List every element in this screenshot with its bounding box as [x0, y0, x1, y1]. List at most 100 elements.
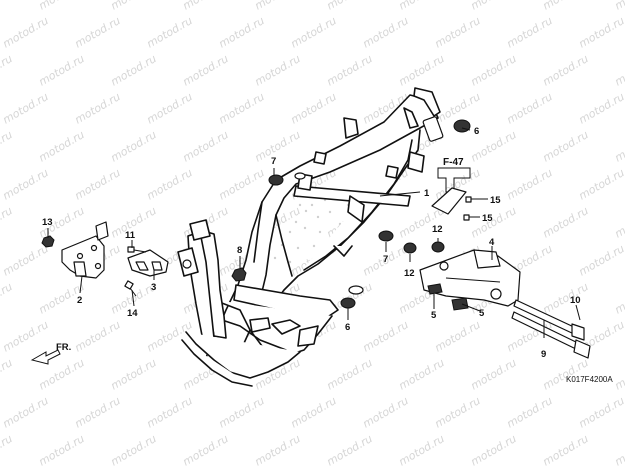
grommet-part-6a [453, 119, 471, 133]
main-frame [177, 87, 444, 387]
watermark-text: motod.ru [0, 432, 15, 468]
watermark-text: motod.ru [252, 52, 302, 89]
callout-5b: 5 [479, 308, 485, 319]
callout-15b: 15 [482, 213, 493, 224]
watermark-text: motod.ru [0, 166, 50, 203]
watermark-text: motod.ru [612, 280, 625, 317]
front-direction-label: FR. [56, 342, 71, 353]
watermark-text: motod.ru [72, 166, 122, 203]
bracket-part-3 [127, 249, 169, 277]
watermark-text: motod.ru [0, 52, 15, 89]
watermark-text: motod.ru [288, 90, 338, 127]
watermark-text: motod.ru [432, 394, 482, 431]
watermark-text: motod.ru [324, 52, 374, 89]
callout-6a: 6 [474, 126, 479, 137]
callout-7b: 7 [383, 254, 388, 265]
callout-12a: 12 [432, 224, 443, 235]
callout-12b: 12 [404, 268, 415, 279]
watermark-text: motod.ru [108, 356, 158, 393]
watermark-text: motod.ru [252, 128, 302, 165]
leader-lines [47, 127, 581, 338]
callout-5a: 5 [431, 310, 437, 321]
watermark-text: motod.ru [396, 52, 446, 89]
watermark-text: motod.ru [612, 432, 625, 468]
callout-labels: 1 2 3 4 5 5 6 6 7 7 8 9 10 11 12 12 13 1… [42, 126, 581, 360]
watermark-text: motod.ru [612, 52, 625, 89]
watermark-text: motod.ru [612, 0, 625, 13]
watermark-text: motod.ru [180, 0, 230, 13]
watermark-text: motod.ru [0, 0, 15, 13]
watermark-text: motod.ru [72, 318, 122, 355]
watermark-text: motod.ru [468, 52, 518, 89]
watermark-text: motod.ru [36, 0, 86, 13]
watermark-text: motod.ru [36, 432, 86, 468]
watermark-text: motod.ru [504, 394, 554, 431]
bolt-part-15a [465, 196, 484, 203]
watermark-text: motod.ru [396, 432, 446, 468]
watermark-text: motod.ru [0, 90, 50, 127]
callout-10: 10 [570, 295, 581, 306]
callout-11: 11 [125, 230, 136, 241]
figure-code: K017F4200A [566, 375, 613, 384]
nut-part-13 [41, 235, 55, 248]
watermark-text: motod.ru [288, 14, 338, 51]
ref-box-label: F-47 [443, 157, 464, 168]
watermark-text: motod.ru [468, 356, 518, 393]
watermark-text: motod.ru [0, 14, 50, 51]
watermark-text: motod.ru [360, 318, 410, 355]
watermark-text: motod.ru [216, 166, 266, 203]
bolt-part-11 [127, 246, 147, 253]
watermark-text: motod.ru [108, 432, 158, 468]
watermark-text: motod.ru [468, 204, 518, 241]
watermark-text: motod.ru [252, 432, 302, 468]
front-direction-arrow: FR. [30, 342, 71, 365]
watermark-text: motod.ru [144, 394, 194, 431]
watermark-text: motod.ru [540, 280, 590, 317]
watermark-text: motod.ru [36, 52, 86, 89]
watermark-text: motod.ru [144, 318, 194, 355]
watermark-text: motod.ru [180, 432, 230, 468]
watermark-text: motod.ru [540, 52, 590, 89]
watermark-text: motod.ru [360, 394, 410, 431]
watermark-text: motod.ru [324, 432, 374, 468]
watermark-text: motod.ru [0, 356, 15, 393]
callout-7a: 7 [271, 156, 276, 167]
watermark-text: motod.ru [540, 432, 590, 468]
watermark-text: motod.ru [432, 14, 482, 51]
grommet-part-6b [340, 297, 356, 309]
watermark-text: motod.ru [612, 204, 625, 241]
watermark-text: motod.ru [180, 128, 230, 165]
watermark-text: motod.ru [216, 14, 266, 51]
watermark-text: motod.ru [468, 0, 518, 13]
callout-3: 3 [151, 282, 156, 293]
collar-part-12b [403, 242, 417, 254]
watermark-text: motod.ru [540, 204, 590, 241]
watermark-text: motod.ru [288, 394, 338, 431]
callout-4: 4 [489, 237, 495, 248]
watermark-text: motod.ru [612, 128, 625, 165]
watermark-text: motod.ru [108, 128, 158, 165]
watermark-text: motod.ru [0, 280, 15, 317]
bolt-part-9 [511, 311, 591, 359]
watermark-text: motod.ru [576, 242, 625, 279]
watermark-text: motod.ru [216, 394, 266, 431]
watermark-text: motod.ru [72, 90, 122, 127]
watermark-text: motod.ru [612, 356, 625, 393]
watermark-text: motod.ru [504, 14, 554, 51]
callout-9: 9 [541, 349, 546, 360]
watermark-text: motod.ru [0, 242, 50, 279]
bolt-part-10 [513, 299, 585, 341]
watermark-text: motod.ru [468, 432, 518, 468]
callout-15a: 15 [490, 195, 501, 206]
watermark-text: motod.ru [576, 90, 625, 127]
watermark-text: motod.ru [108, 0, 158, 13]
bushing-part-5b [451, 297, 469, 311]
bolt-part-14 [124, 280, 137, 297]
watermark-text: motod.ru [144, 90, 194, 127]
ref-box-f47 [431, 167, 471, 215]
callout-13: 13 [42, 217, 53, 228]
bolt-part-15b [463, 214, 480, 221]
watermark-text: motod.ru [540, 128, 590, 165]
watermark-text: motod.ru [540, 0, 590, 13]
